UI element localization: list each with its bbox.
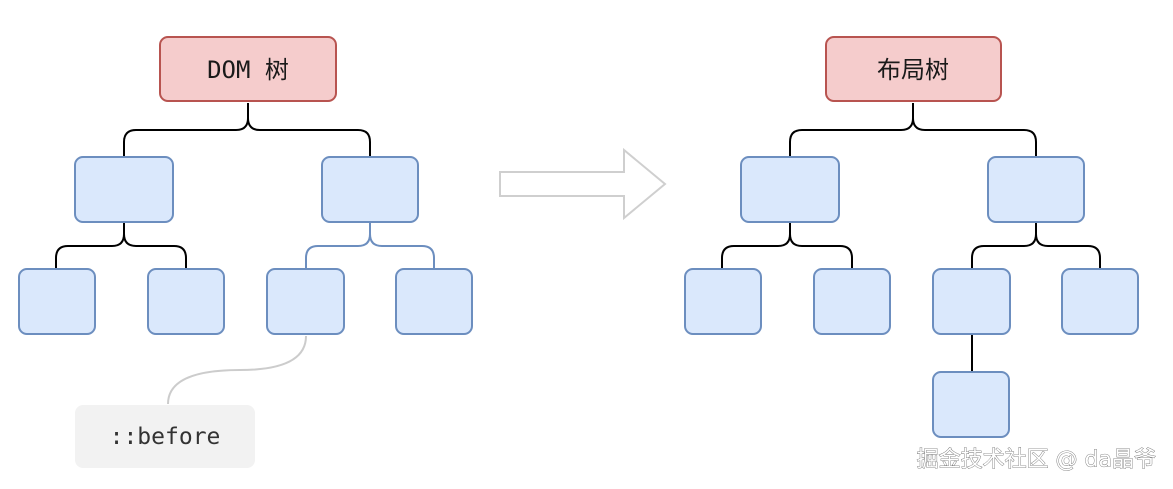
edge-left-parent-to-children [721,223,853,268]
edge-right-parent-to-children [971,223,1101,268]
edge-right-parent-to-children [305,223,435,268]
layout-tree-edges [721,103,1101,371]
pseudo-element-callout-line [167,335,307,405]
edge-left-parent-to-children [55,223,187,268]
layout-node-leaf-1 [684,268,762,335]
dom-tree-root-label: DOM 树 [207,56,289,84]
layout-node-leaf-4 [1061,268,1139,335]
dom-tree: DOM 树 ::before [18,36,473,468]
dom-node-level1-right [321,156,419,223]
layout-node-level1-right [987,156,1085,223]
layout-tree-root-node: 布局树 [825,36,1002,102]
dom-tree-edges [55,103,371,268]
edge-root-to-children [123,103,371,156]
dom-node-leaf-1 [18,268,96,335]
dom-node-leaf-4 [395,268,473,335]
dom-tree-root-node: DOM 树 [159,36,337,102]
watermark-text: 掘金技术社区 @ da晶爷 [917,448,1156,473]
layout-tree: 布局树 [684,36,1139,438]
dom-tree-pseudo-edges [305,223,435,268]
layout-node-level1-left [740,156,840,223]
layout-tree-root-label: 布局树 [877,56,949,84]
dom-node-pseudo-leaf [266,268,345,335]
layout-node-leaf-3 [932,268,1011,335]
transform-arrow-icon [499,147,667,221]
pseudo-element-label: ::before [110,424,221,450]
layout-node-leaf-2 [813,268,891,335]
edge-root-to-children [789,103,1037,156]
layout-node-level3-leaf [932,371,1010,438]
dom-node-level1-left [74,156,174,223]
pseudo-element-callout: ::before [75,405,255,468]
dom-node-leaf-2 [147,268,225,335]
